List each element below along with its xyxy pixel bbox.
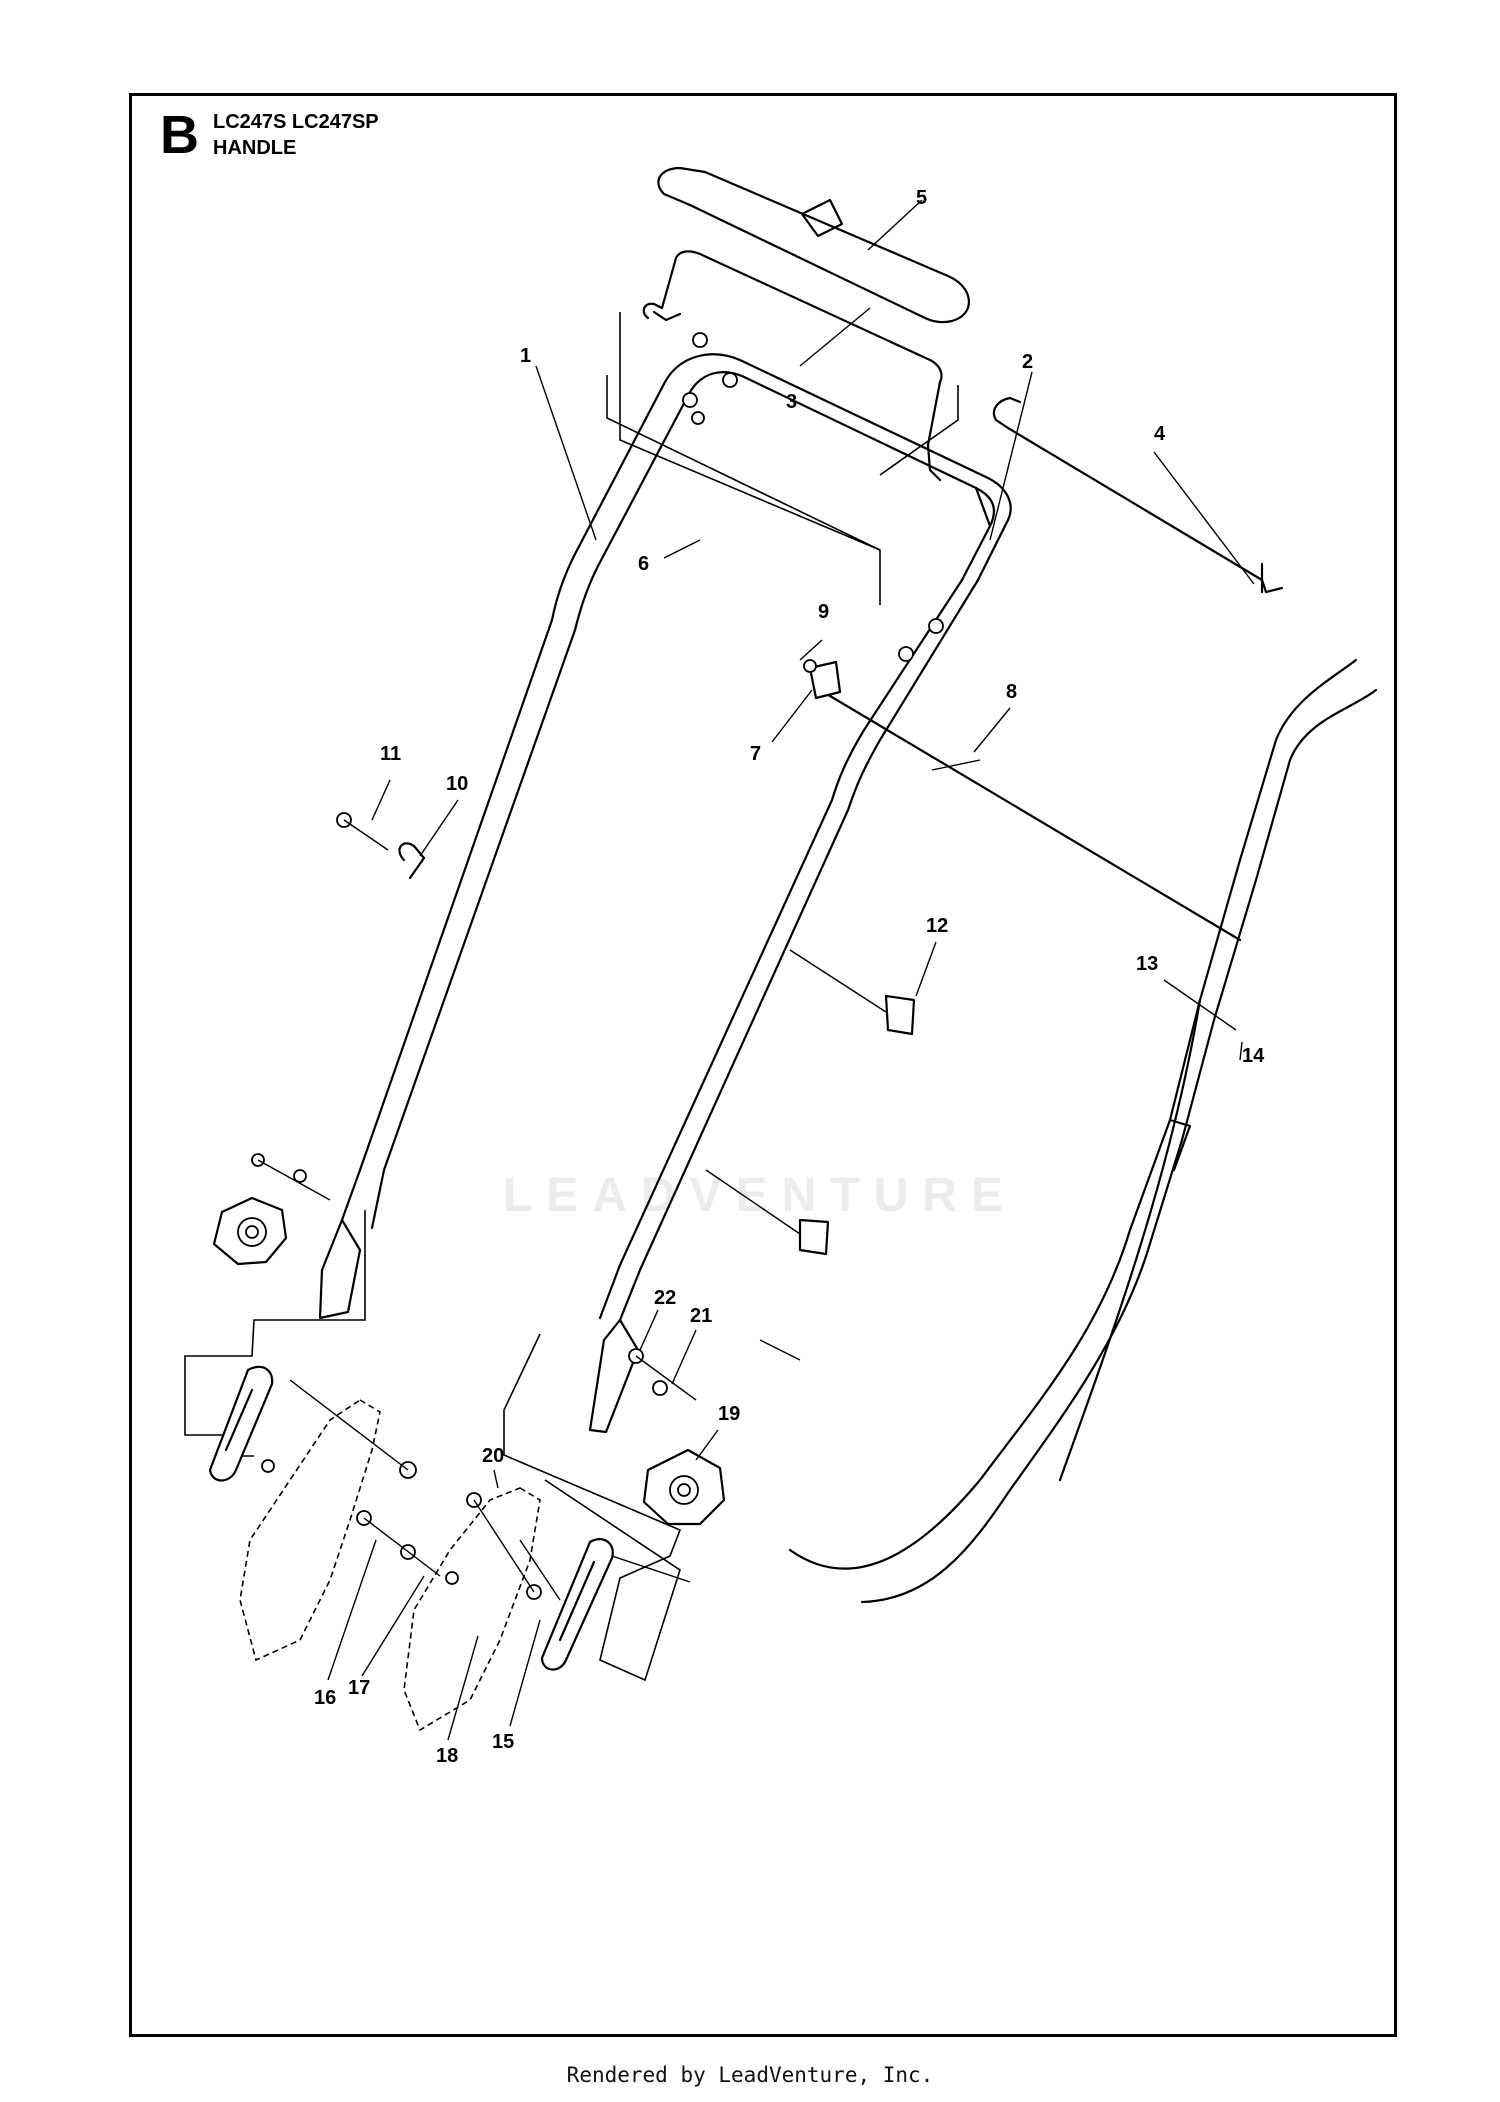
callout-4: 4	[1154, 423, 1166, 445]
callout-13: 13	[1136, 953, 1158, 975]
callout-11: 11	[380, 743, 401, 765]
callout-12: 12	[926, 915, 948, 937]
inner-rod	[818, 688, 1242, 942]
callout-20: 20	[482, 1445, 504, 1467]
callout-leaders	[327, 199, 1255, 1741]
callout-19: 19	[718, 1403, 740, 1425]
callout-18: 18	[436, 1745, 458, 1767]
watermark: LEADVENTURE	[502, 1169, 1018, 1222]
knob-left	[212, 1196, 288, 1266]
callout-10: 10	[446, 773, 468, 795]
clip-12	[789, 949, 916, 1036]
slotted-plate-left	[208, 1365, 274, 1482]
callout-2: 2	[1022, 351, 1033, 373]
spring-clip	[398, 842, 426, 880]
callout-1: 1	[520, 345, 531, 367]
deck-bracket-left	[239, 1399, 381, 1662]
callout-5: 5	[916, 187, 927, 209]
control-cables	[788, 658, 1378, 1604]
drive-rod	[992, 396, 1284, 594]
model-title: LC247S LC247SP	[213, 111, 379, 133]
callout-14: 14	[1242, 1045, 1265, 1067]
clip-lower	[705, 1169, 830, 1256]
callout-9: 9	[818, 601, 829, 623]
callout-6: 6	[638, 553, 649, 575]
callout-15: 15	[492, 1731, 514, 1753]
callout-17: 17	[348, 1677, 370, 1699]
handle-grip	[657, 166, 970, 324]
lower-brackets	[318, 1218, 640, 1434]
callout-7: 7	[750, 743, 761, 765]
callout-21: 21	[690, 1305, 712, 1327]
bail-lever	[642, 250, 943, 482]
hardware	[251, 332, 944, 1600]
diagram-title: HANDLE	[213, 137, 297, 159]
diagram-frame	[129, 93, 1397, 2037]
callout-3: 3	[786, 391, 797, 413]
cable-clamp	[808, 660, 842, 700]
callout-22: 22	[654, 1287, 676, 1309]
slotted-plate-right	[540, 1538, 614, 1671]
upper-handle	[340, 353, 1012, 1322]
section-letter: B	[160, 105, 199, 165]
bolt-lines	[257, 759, 981, 1601]
footer-credit: Rendered by LeadVenture, Inc.	[566, 2063, 934, 2087]
callout-8: 8	[1006, 681, 1017, 703]
callout-16: 16	[314, 1687, 336, 1709]
knob-right	[642, 1448, 726, 1526]
deck-bracket-right	[403, 1487, 541, 1732]
